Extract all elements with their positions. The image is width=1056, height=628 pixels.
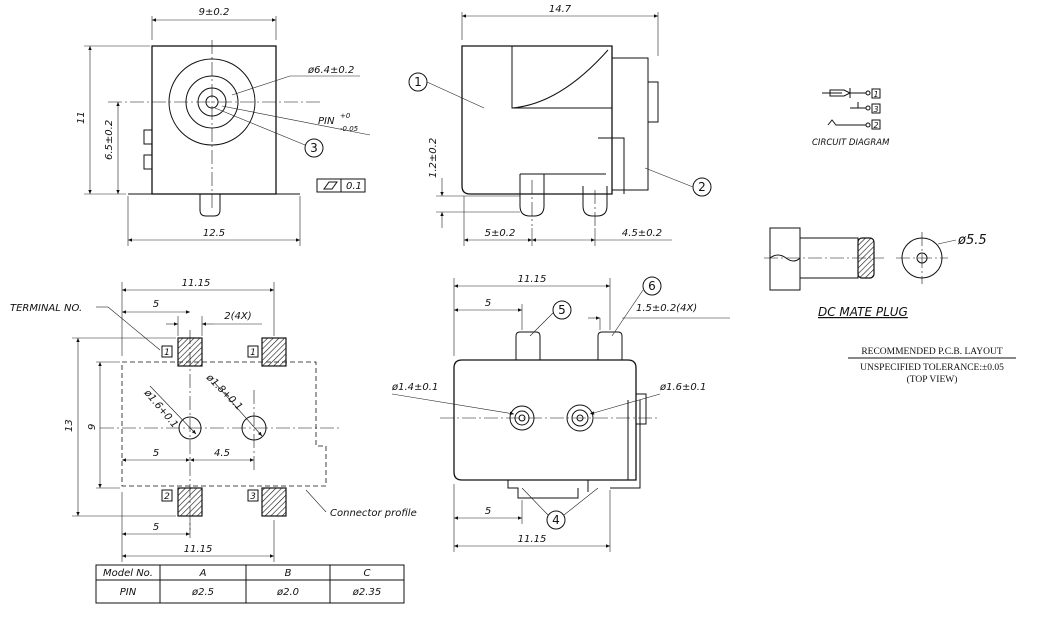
pcb-layout-view: 1 1 2 3 11.15 5 2(4X) TERMINAL NO. 13 xyxy=(10,278,417,562)
pcb-hole-b: ø1.8+0.1 xyxy=(203,372,244,413)
terminal-label: TERMINAL NO. xyxy=(10,303,82,314)
pcb-dim-5-bot: 5 xyxy=(153,522,159,533)
dim-pin-tol-lower: -0.05 xyxy=(340,125,359,133)
pcb-dim-9: 9 xyxy=(87,424,98,430)
plug-label: DC MATE PLUG xyxy=(818,305,908,319)
circuit-diagram: 1 3 2 CIRCUIT DIAGRAM xyxy=(812,88,890,148)
balloon-4 xyxy=(546,510,566,530)
side-view: 14.7 1.2±0.2 5±0.2 4.5±0.2 1 2 xyxy=(408,4,712,246)
circuit-pin-2: 2 xyxy=(873,121,878,130)
dim-height: 11 xyxy=(76,111,87,124)
front-view: 9±0.2 11 6.5±0.2 ø6.4±0.2 PIN +0 -0.05 3… xyxy=(76,7,371,246)
front-body xyxy=(151,45,277,195)
center-pin xyxy=(199,194,221,217)
pad-label-1b: 1 xyxy=(250,348,256,358)
side-dim-b: 4.5±0.2 xyxy=(622,228,662,239)
circuit-pin-1: 1 xyxy=(873,90,878,99)
table-header-model: Model No. xyxy=(103,568,153,579)
pcb-dim-width: 11.15 xyxy=(182,278,211,289)
bottom-view: 11.15 5 1.5±0.2(4X) ø1.4±0.1 ø1.6±0.1 5 … xyxy=(391,274,730,552)
side-dim-length: 14.7 xyxy=(549,4,572,15)
pcb-dim-5-mid: 5 xyxy=(153,448,159,459)
bottom-dim-width: 11.15 xyxy=(518,274,547,285)
plug-dim-diameter: ø5.5 xyxy=(957,233,987,248)
balloon-5-label: 5 xyxy=(558,303,566,317)
pad-label-2: 2 xyxy=(164,492,170,502)
pad-1b xyxy=(261,337,287,367)
table-header-b: B xyxy=(285,568,292,579)
pcb-dim-bottom-width: 11.15 xyxy=(184,544,213,555)
side-back xyxy=(612,57,649,191)
table-cell-pin: PIN xyxy=(120,587,137,598)
pad-label-3: 3 xyxy=(250,492,256,502)
balloon-6 xyxy=(642,276,662,296)
dim-width: 9±0.2 xyxy=(199,7,230,18)
balloon-3 xyxy=(304,138,324,158)
side-dim-a: 5±0.2 xyxy=(485,228,516,239)
table-cell-c: ø2.35 xyxy=(352,587,381,598)
dim-pin: PIN xyxy=(318,116,335,127)
dc-mate-plug: ø5.5 DC MATE PLUG xyxy=(764,227,987,319)
circuit-pin-3: 3 xyxy=(873,105,878,114)
balloon-1-label: 1 xyxy=(414,75,422,89)
bottom-dim-bottom-width: 11.15 xyxy=(518,534,547,545)
balloon-5 xyxy=(552,300,572,320)
note-line-3: (TOP VIEW) xyxy=(907,374,958,385)
dim-hole: ø6.4±0.2 xyxy=(307,65,354,76)
pad-3 xyxy=(261,487,287,517)
pcb-dim-5-top: 5 xyxy=(153,299,159,310)
flatness-symbol xyxy=(323,181,338,190)
circuit-pin-box-3 xyxy=(871,103,881,114)
circuit-pin-box-2 xyxy=(871,119,881,130)
side-tabs xyxy=(143,129,152,170)
flatness-value: 0.1 xyxy=(346,181,362,192)
connector-outline xyxy=(121,361,327,487)
table-header-a: A xyxy=(199,568,207,579)
bottom-dim-5-top: 5 xyxy=(485,298,491,309)
dim-center-height: 6.5±0.2 xyxy=(104,120,115,160)
side-body xyxy=(461,45,613,195)
side-dim-height: 1.2±0.2 xyxy=(428,138,439,178)
table-cell-b: ø2.0 xyxy=(276,587,299,598)
bottom-dim-5-bot: 5 xyxy=(485,506,491,517)
note-line-1: RECOMMENDED P.C.B. LAYOUT xyxy=(861,347,1003,357)
circuit-pin-box-1 xyxy=(871,88,881,99)
pad-label-1a: 1 xyxy=(164,348,170,358)
table-cell-a: ø2.5 xyxy=(191,587,214,598)
pcb-hole-a: ø1.6+0.1 xyxy=(141,387,180,430)
base-feet xyxy=(128,180,300,195)
table-header-c: C xyxy=(364,568,371,579)
pcb-dim-13: 13 xyxy=(64,419,75,432)
pcb-dim-4-5: 4.5 xyxy=(214,448,230,459)
balloon-6-label: 6 xyxy=(648,279,656,293)
balloon-3-label: 3 xyxy=(310,141,318,155)
pcb-dim-2-4x: 2(4X) xyxy=(224,311,251,322)
model-table: Model No. A B C PIN ø2.5 ø2.0 ø2.35 xyxy=(95,564,405,604)
note-line-2: UNSPECIFIED TOLERANCE:±0.05 xyxy=(860,363,1004,373)
bottom-body xyxy=(453,359,637,481)
dim-base: 12.5 xyxy=(203,228,225,239)
balloon-2-label: 2 xyxy=(698,180,706,194)
bottom-hole-a: ø1.4±0.1 xyxy=(391,382,438,393)
bottom-dim-1-5: 1.5±0.2(4X) xyxy=(636,303,697,314)
circuit-label: CIRCUIT DIAGRAM xyxy=(812,138,890,148)
balloon-4-label: 4 xyxy=(552,513,560,527)
bottom-hole-b: ø1.6±0.1 xyxy=(659,382,706,393)
connector-profile-label: Connector profile xyxy=(330,508,417,519)
notes: RECOMMENDED P.C.B. LAYOUT UNSPECIFIED TO… xyxy=(848,347,1016,385)
dim-pin-tol-upper: +0 xyxy=(340,112,351,120)
